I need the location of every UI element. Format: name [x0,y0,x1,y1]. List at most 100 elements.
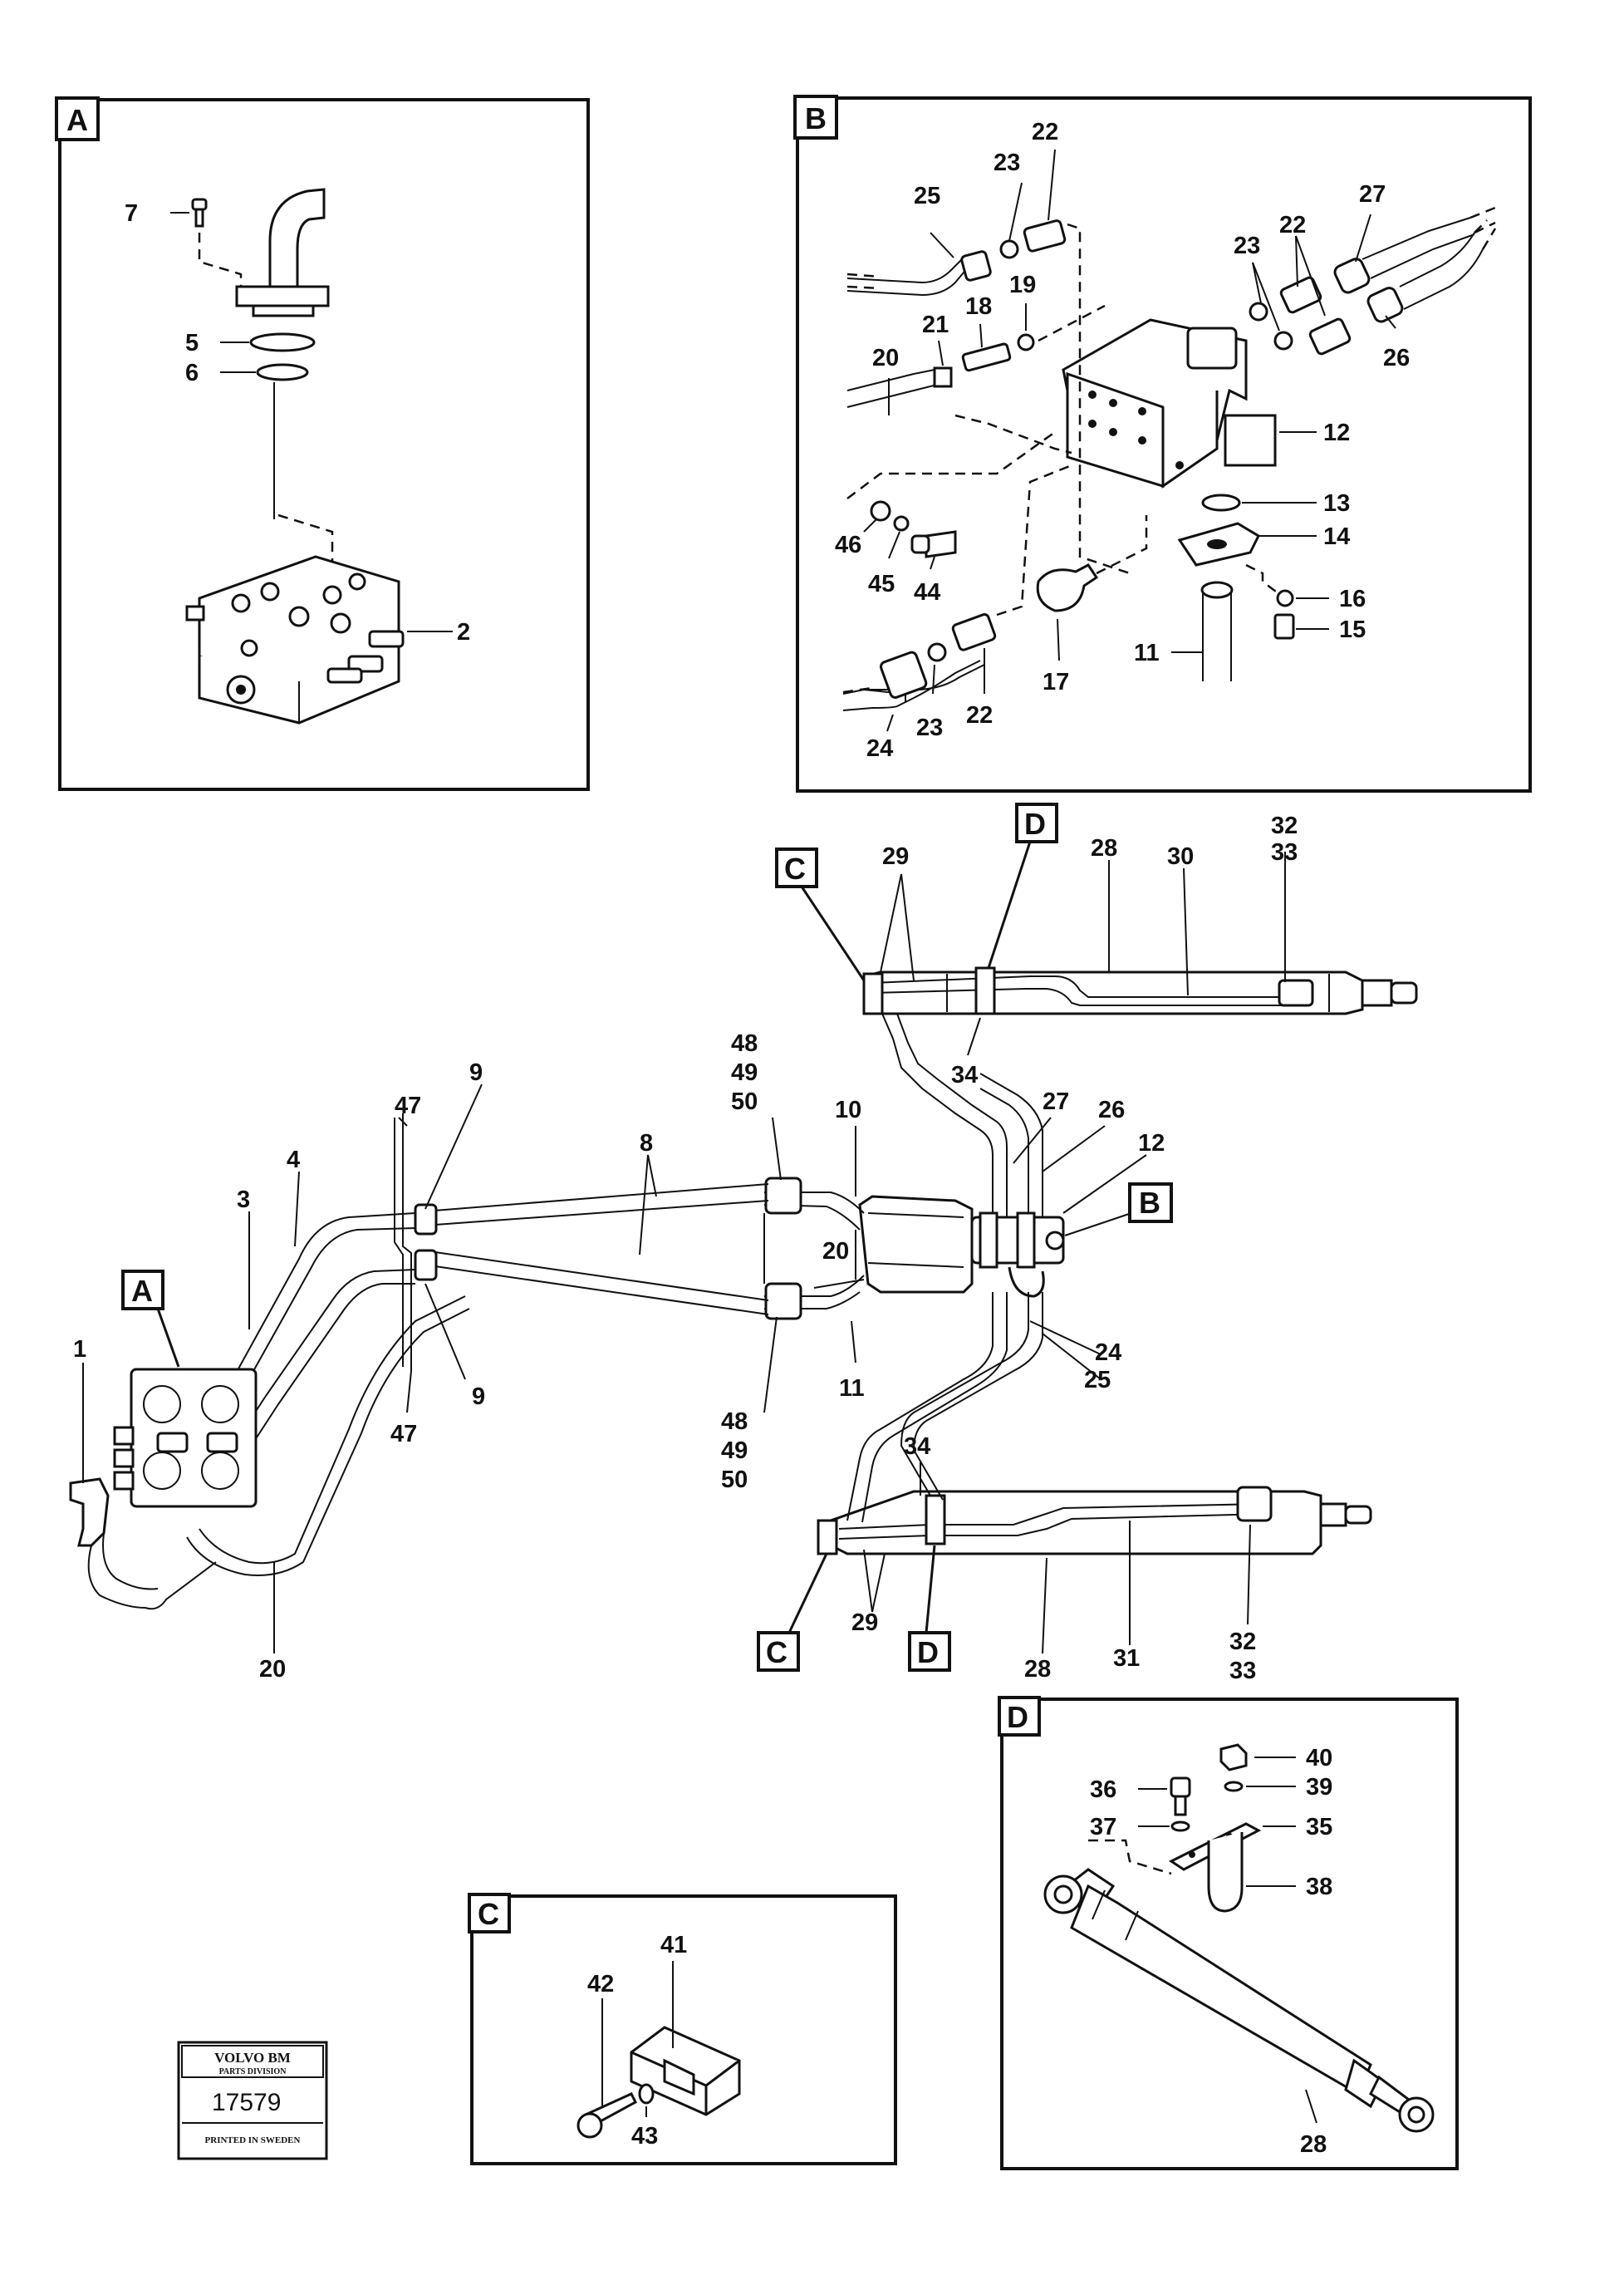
pipe-lower-a [846,1292,994,1521]
label-48-upper: 48 [731,1030,758,1057]
dash-guide-b4 [1096,515,1148,575]
volvo-bm-stamp: VOLVO BM PARTS DIVISION 17579 PRINTED IN… [177,2041,328,2160]
tag-c-upper: C [784,852,806,886]
label-37: 37 [1090,1814,1116,1840]
coupling-48-upper [764,1177,802,1215]
label-b19: 19 [1009,272,1036,298]
tag-d-lower-box [908,1631,951,1672]
nut-27 [1333,258,1371,294]
cylinder-28 [1043,1868,1435,2133]
nut-40 [1219,1743,1248,1771]
pipe-26 [979,1088,1029,1221]
label-b15: 15 [1339,617,1366,643]
pipe-24 [900,1292,1029,1496]
panel-a-tag-box [55,96,100,141]
label-29-upper: 29 [882,843,909,870]
label-b46: 46 [835,532,861,558]
bolt-36 [1170,1776,1191,1798]
label-35: 35 [1306,1814,1332,1840]
tag-b-main-box [1128,1182,1173,1223]
label-50-lower: 50 [721,1467,748,1493]
dash-guide-d [1088,1839,1172,1875]
dash-guide-b6 [996,464,1072,617]
hose-8a [423,1183,769,1212]
tag-b-main: B [1139,1186,1160,1220]
connector-18 [961,342,1012,372]
valve-block-12 [1062,318,1277,489]
main-valve-block-12 [858,1195,1065,1298]
dash-guide-b1 [1067,223,1131,575]
label-b26: 26 [1383,345,1410,371]
label-b44: 44 [914,579,940,606]
o-ring-13 [1201,494,1241,512]
tag-a-main: A [131,1274,153,1308]
hose-4 [211,1269,416,1480]
label-27-main: 27 [1043,1088,1069,1115]
washer-16 [1276,589,1294,607]
label-20-lower: 20 [259,1656,286,1683]
stamp-division: PARTS DIVISION [219,2067,287,2076]
label-b25: 25 [914,183,940,209]
o-ring-6 [256,363,309,381]
label-8: 8 [640,1130,653,1157]
tag-c-lower: C [766,1635,787,1669]
label-20-main: 20 [822,1238,849,1265]
washer-19 [1017,333,1035,351]
label-28-lower: 28 [1024,1656,1051,1683]
label-34-lower: 34 [904,1433,930,1460]
panel-c-tag: C [478,1897,499,1931]
label-28-upper: 28 [1091,835,1117,862]
label-b22c: 22 [966,702,993,729]
label-1: 1 [73,1336,86,1363]
label-33-upper: 33 [1271,839,1298,866]
label-9-upper: 9 [469,1059,483,1086]
label-32-upper: 32 [1271,813,1298,839]
pipe-upper-a [881,1013,994,1230]
panel-c-frame [470,1894,897,2165]
label-49-upper: 49 [731,1059,758,1086]
dash-guide-b2 [1038,304,1106,342]
label-26-main: 26 [1098,1097,1125,1123]
label-7: 7 [125,200,138,227]
label-b22b: 22 [1279,212,1306,238]
washer-23a [999,239,1019,259]
nut-25 [960,250,992,282]
stamp-brand: VOLVO BM [214,2050,291,2066]
label-49-lower: 49 [721,1437,748,1464]
label-47-upper: 47 [395,1093,421,1119]
tag-d-upper: D [1024,807,1046,841]
label-b23a: 23 [994,150,1020,176]
label-b14: 14 [1323,523,1350,550]
stamp-number: 17579 [212,2089,281,2116]
pipe-11 [1202,592,1232,681]
tag-d-lower: D [917,1635,939,1669]
fitting-22c [951,613,997,651]
panel-b-tag-box [793,95,838,140]
panel-d: D 40 [998,1696,1459,2170]
label-11-main: 11 [839,1375,865,1402]
label-b24: 24 [866,735,893,762]
bolt-7 [191,198,208,228]
label-b13: 13 [1323,490,1350,517]
label-41: 41 [660,1932,687,1958]
panel-c: C 41 42 43 [468,1893,897,2165]
main-assembly: B [69,803,1418,1684]
label-43: 43 [631,2123,658,2150]
washer-23c [927,642,947,662]
clamp-9-upper [414,1203,438,1236]
label-12-main: 12 [1138,1130,1165,1157]
tag-c-upper-box [775,848,818,888]
label-48-lower: 48 [721,1408,748,1435]
main-control-valve [113,1368,258,1508]
label-b17: 17 [1043,669,1069,695]
bolt-15 [1273,613,1295,640]
pipe-11-end [1200,581,1234,599]
panel-a: A 7 5 6 [55,96,590,791]
hose-3 [178,1212,416,1463]
washer-43 [638,2083,655,2105]
label-36: 36 [1090,1776,1116,1803]
panel-a-frame [58,98,590,791]
panel-b-frame [796,96,1532,793]
label-b12: 12 [1323,420,1350,446]
